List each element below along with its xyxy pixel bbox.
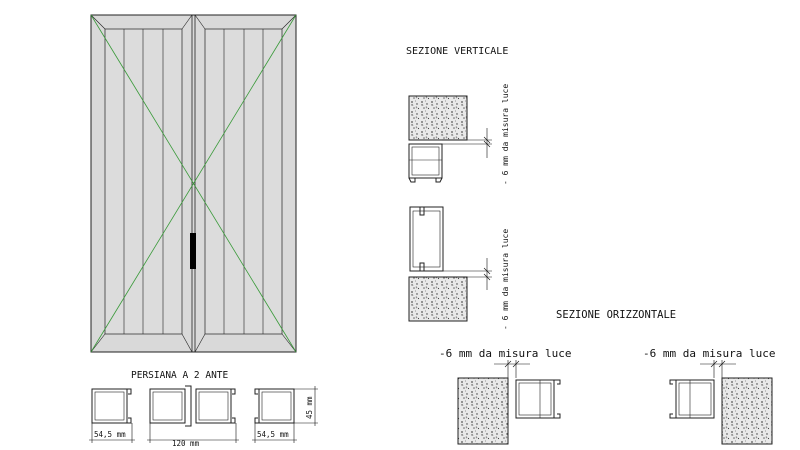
persiana-title: PERSIANA A 2 ANTE xyxy=(131,370,229,381)
opening-diagonals xyxy=(90,14,297,353)
horizontal-section-left: -6 mm da misura luce xyxy=(439,347,571,445)
left-leaf-panel xyxy=(104,28,183,335)
offset-label-horizontal-right: -6 mm da misura luce xyxy=(643,347,775,360)
vertical-section-bottom: - 6 mm da misura luce xyxy=(408,206,510,330)
horizontal-section-right: -6 mm da misura luce xyxy=(643,347,775,445)
bottom-profile-center-left xyxy=(149,385,192,427)
left-leaf-frame xyxy=(90,14,193,353)
profile-h-left xyxy=(515,379,561,419)
right-leaf-frame xyxy=(194,14,297,353)
bottom-profile-left xyxy=(91,388,132,424)
concrete-block-h-right xyxy=(721,377,773,445)
dim-h-left xyxy=(494,360,530,378)
frame-bevels xyxy=(90,14,297,353)
dim-right-profile-width: 54,5 mm xyxy=(257,430,289,439)
right-leaf-panel xyxy=(204,28,283,335)
sezione-verticale-title: SEZIONE VERTICALE xyxy=(406,46,508,57)
shutter-elevation xyxy=(90,14,297,353)
concrete-block-h-left xyxy=(457,377,509,445)
bottom-profile-right xyxy=(254,388,295,424)
vertical-slats xyxy=(123,29,264,334)
concrete-block-bottom xyxy=(408,276,468,322)
bottom-dimension-lines xyxy=(89,386,318,443)
profile-bottom xyxy=(409,206,444,272)
profile-h-right xyxy=(669,379,715,419)
sezione-orizzontale-title: SEZIONE ORIZZONTALE xyxy=(556,309,676,321)
dim-bottom xyxy=(443,258,492,290)
offset-label-vertical-bottom: - 6 mm da misura luce xyxy=(501,229,510,330)
dim-profile-height: 45 mm xyxy=(305,396,314,419)
concrete-block-top xyxy=(408,95,468,141)
dim-center-width: 120 mm xyxy=(172,439,200,448)
dim-h-right xyxy=(700,360,736,378)
offset-label-vertical-top: - 6 mm da misura luce xyxy=(501,84,510,185)
bottom-profile-center-right xyxy=(195,388,236,424)
dim-top xyxy=(442,128,492,158)
profile-top xyxy=(408,143,443,183)
offset-label-horizontal-left: -6 mm da misura luce xyxy=(439,347,571,360)
handle xyxy=(190,233,196,269)
dim-left-profile-width: 54,5 mm xyxy=(94,430,126,439)
vertical-section-top: - 6 mm da misura luce xyxy=(408,84,510,185)
